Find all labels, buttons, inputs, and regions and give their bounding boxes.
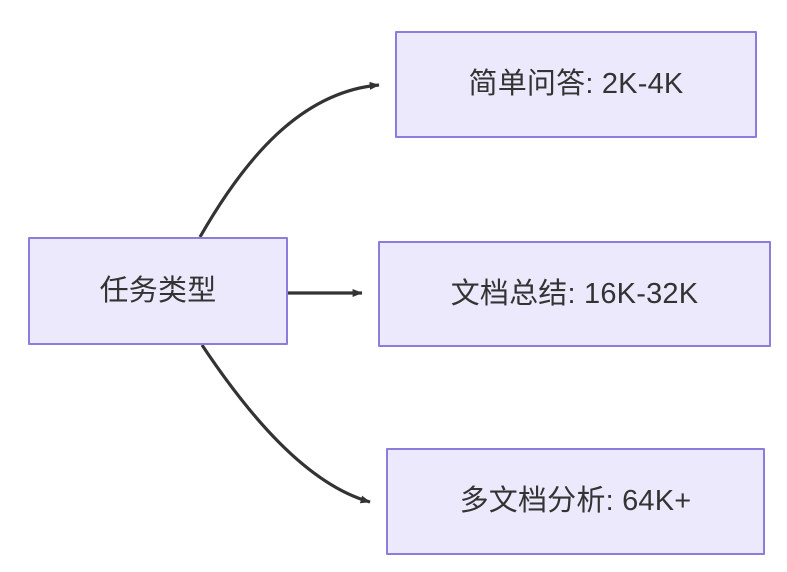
edge-root-to-child-2 <box>200 344 371 504</box>
node-label: 任务类型 <box>99 274 217 307</box>
node-document-summary[interactable]: 文档总结: 16K-32K <box>378 241 771 347</box>
node-label: 文档总结: 16K-32K <box>450 277 699 310</box>
node-simple-qa[interactable]: 简单问答: 2K-4K <box>395 31 757 138</box>
node-multi-document-analysis[interactable]: 多文档分析: 64K+ <box>386 448 765 555</box>
edge-root-to-child-0 <box>198 81 380 238</box>
node-task-type[interactable]: 任务类型 <box>28 237 288 345</box>
node-label: 简单问答: 2K-4K <box>468 68 684 101</box>
node-label: 多文档分析: 64K+ <box>459 485 692 518</box>
